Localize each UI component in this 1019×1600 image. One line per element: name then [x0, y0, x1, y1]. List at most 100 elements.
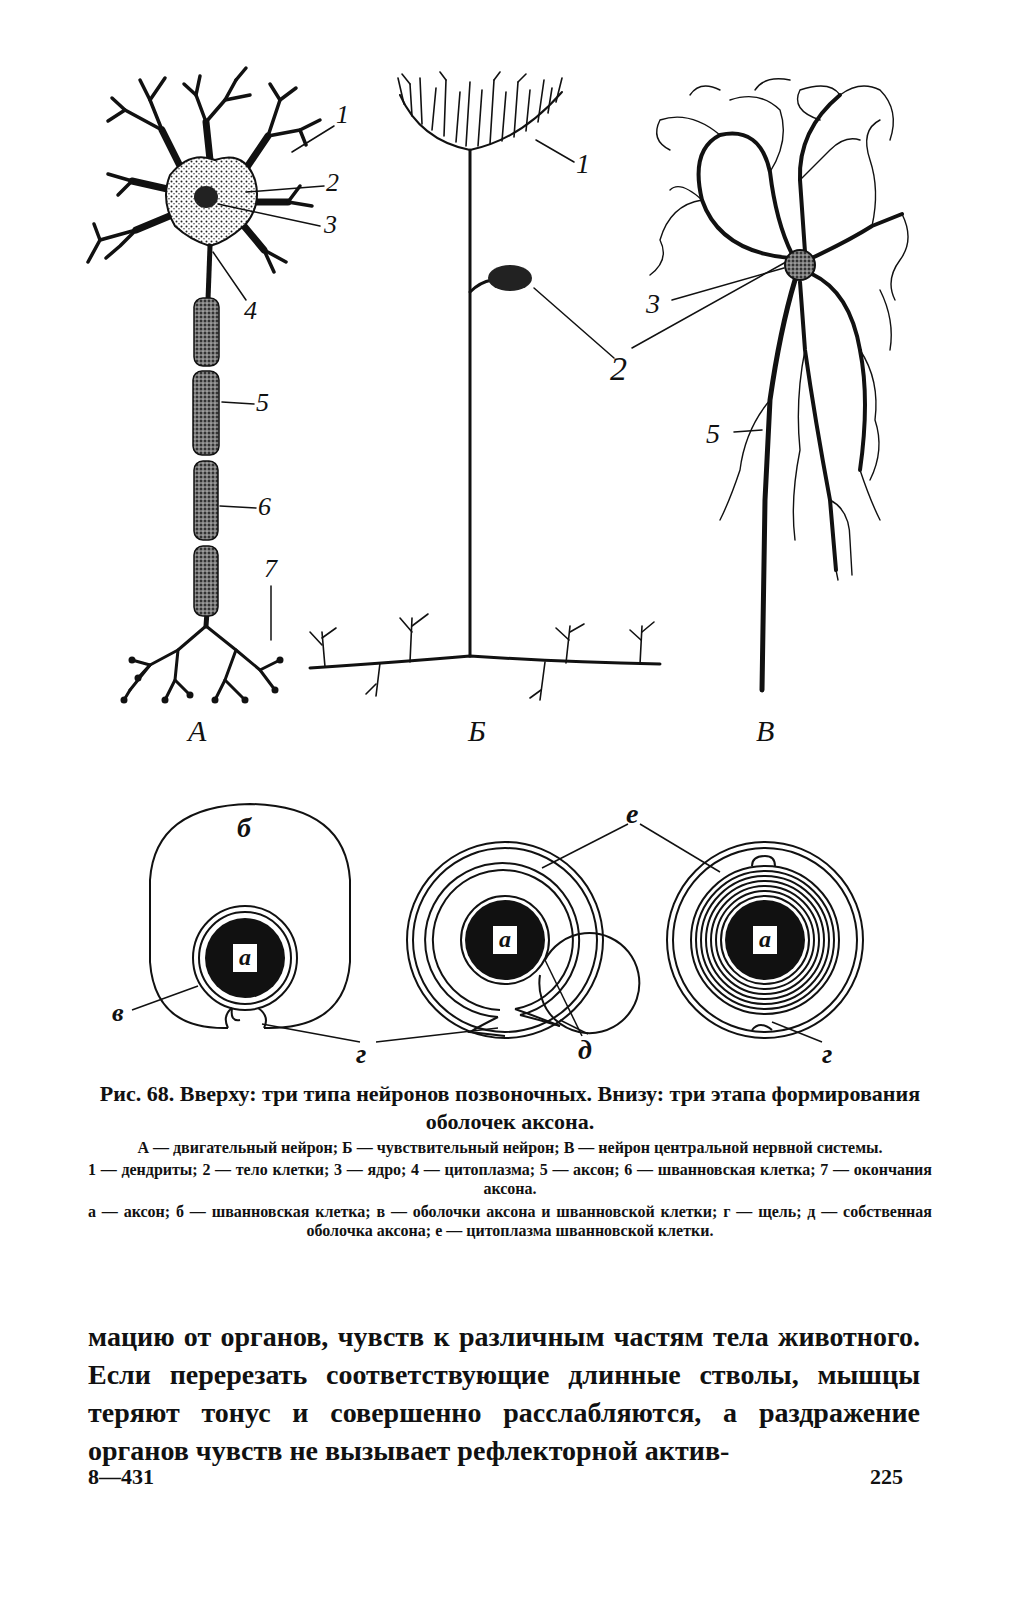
- drawing-part: [400, 618, 412, 632]
- drawing-part: [108, 174, 132, 181]
- drawing-part: [730, 97, 783, 172]
- sensory-neuron: [310, 72, 786, 700]
- drawing-part: [530, 690, 541, 698]
- drawing-part: [657, 117, 720, 150]
- drawing-part: [560, 1020, 588, 1034]
- drawing-part: [132, 122, 288, 250]
- cns-neuron: [650, 79, 908, 690]
- drawing-part: [793, 350, 805, 540]
- drawing-part: [526, 90, 530, 131]
- callout-label: г: [822, 1040, 832, 1068]
- body-text: мацию от органов, чувств к различным час…: [88, 1318, 920, 1470]
- drawing-part: [206, 626, 236, 700]
- drawing-part: [310, 614, 654, 700]
- callout-label: г: [356, 1040, 366, 1068]
- drawing-part: [534, 288, 614, 358]
- drawing-part: [194, 546, 218, 616]
- drawing-part: [376, 1028, 498, 1042]
- drawing-part: [880, 290, 891, 350]
- callout-label: 5: [256, 390, 269, 416]
- drawing-part: [518, 74, 526, 82]
- callout-label: 6: [258, 494, 271, 520]
- drawing-part: [762, 280, 795, 690]
- drawing-part: [556, 628, 569, 640]
- drawing-part: [545, 960, 582, 1036]
- drawing-part: [413, 848, 597, 1032]
- drawing-part: [456, 92, 460, 142]
- drawing-part: [208, 246, 210, 300]
- drawing-part: [212, 697, 219, 704]
- drawing-part: [540, 662, 545, 700]
- drawing-part: [632, 262, 786, 348]
- callout-label: 2: [610, 352, 627, 386]
- signature-mark: 8—431: [88, 1466, 154, 1488]
- drawing-part: [150, 804, 350, 1028]
- drawing-part: [225, 680, 245, 700]
- drawing-part: [488, 265, 532, 291]
- legend-note: а — аксон; б — шванновская клетка; в — о…: [88, 1202, 932, 1240]
- drawing-part: [196, 76, 200, 95]
- drawing-part: [840, 86, 893, 140]
- drawing-part: [194, 298, 219, 366]
- drawing-part: [132, 824, 822, 1042]
- drawing-part: [184, 84, 206, 122]
- drawing-part: [88, 230, 136, 262]
- figure-letter: В: [756, 716, 774, 746]
- callout-label: 2: [326, 170, 339, 196]
- callout-label: е: [626, 800, 638, 828]
- drawing-part: [310, 656, 660, 668]
- drawing-part: [466, 82, 470, 146]
- drawing-part: [129, 657, 136, 664]
- drawing-part: [410, 618, 412, 662]
- drawing-part: [440, 72, 446, 80]
- drawing-part: [642, 622, 654, 632]
- drawing-part: [699, 134, 792, 258]
- drawing-part: [772, 1022, 822, 1042]
- drawing-part: [836, 570, 838, 580]
- drawing-part: [755, 79, 790, 90]
- axon-letter: а: [752, 925, 778, 955]
- drawing-part: [206, 80, 236, 122]
- drawing-part: [118, 181, 132, 195]
- drawing-part: [494, 72, 500, 80]
- drawing-part: [570, 624, 584, 632]
- drawing-part: [478, 90, 482, 146]
- drawing-part: [242, 697, 249, 704]
- drawing-part: [398, 78, 404, 104]
- drawing-part: [630, 630, 641, 640]
- drawing-part: [222, 402, 254, 404]
- drawing-part: [135, 675, 142, 682]
- axon-section: а: [205, 918, 285, 998]
- drawing-part: [548, 88, 552, 113]
- drawing-part: [542, 824, 628, 868]
- callout-label: 4: [244, 298, 257, 324]
- drawing-part: [800, 139, 860, 180]
- callout-label: д: [578, 1036, 592, 1064]
- drawing-part: [106, 230, 136, 258]
- drawing-part: [461, 896, 549, 984]
- drawing-part: [322, 628, 336, 638]
- drawing-part: [701, 876, 829, 1004]
- drawing-part: [425, 863, 579, 1017]
- drawing-part: [690, 86, 720, 95]
- drawing-part: [255, 199, 288, 206]
- axon-letter: а: [492, 925, 518, 955]
- drawing-part: [270, 586, 272, 640]
- drawing-part: [407, 842, 603, 1038]
- drawing-part: [108, 110, 125, 121]
- drawing-part: [812, 214, 902, 258]
- drawing-part: [225, 95, 250, 100]
- drawing-part: [264, 250, 274, 272]
- drawing-part: [268, 120, 320, 136]
- motor-neuron: [88, 68, 334, 704]
- drawing-part: [94, 224, 100, 240]
- figure-letter: Б: [468, 716, 486, 746]
- drawing-part: [162, 697, 169, 704]
- drawing-part: [706, 881, 824, 999]
- drawing-part: [412, 614, 428, 626]
- callout-label: 1: [576, 150, 590, 178]
- drawing-part: [150, 78, 165, 100]
- drawing-part: [752, 1025, 772, 1030]
- axon-section: а: [725, 900, 805, 980]
